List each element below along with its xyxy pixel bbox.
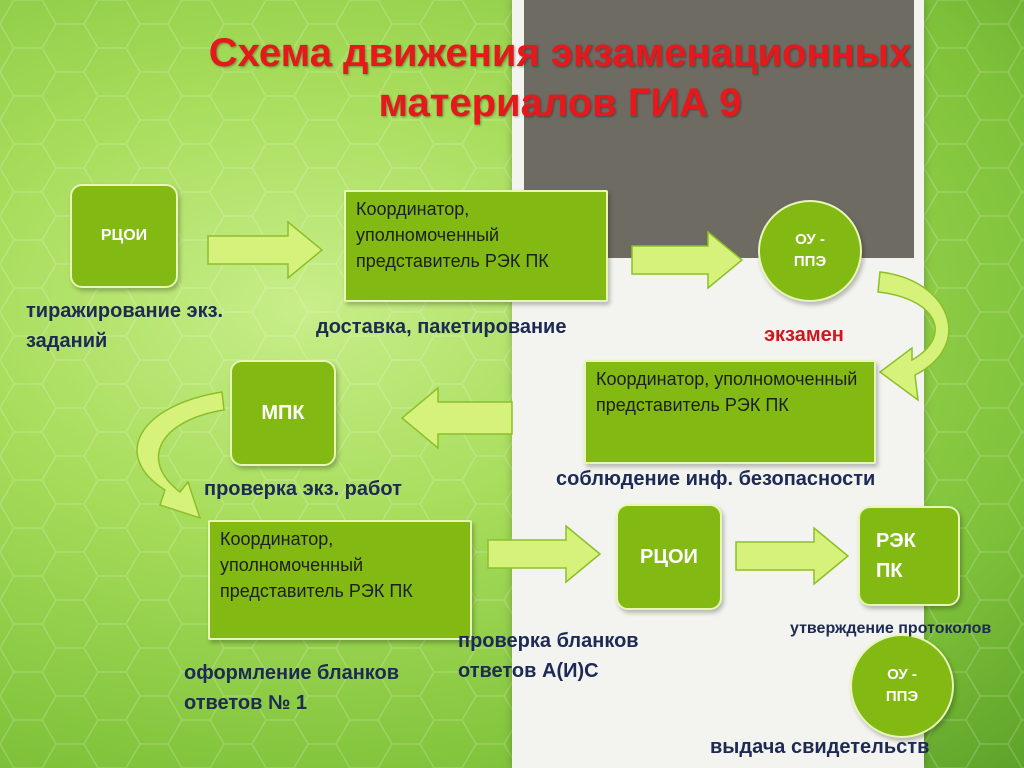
node-coordinator-2: Координатор, уполномоченный представител…	[584, 360, 876, 464]
node-coordinator-2-label: Координатор, уполномоченный представител…	[596, 369, 858, 415]
node-ou-ppe-1-label: ОУ - ППЭ	[793, 231, 827, 270]
node-mpk: МПК	[230, 360, 336, 466]
arrow-right-3	[487, 524, 602, 584]
node-rcoi-2-label: РЦОИ	[640, 545, 698, 568]
node-coordinator-1: Координатор, уполномоченный представител…	[344, 190, 608, 302]
label-security: соблюдение инф. безопасности	[556, 468, 876, 490]
label-approval: утверждение протоколов	[790, 620, 992, 637]
node-rcoi-1-label: РЦОИ	[100, 227, 148, 244]
arrow-left-1	[400, 386, 513, 450]
arrow-right-4	[735, 526, 850, 586]
node-mpk-label: МПК	[261, 401, 305, 424]
arrow-right-1	[207, 220, 324, 280]
label-issuance: выдача свидетельств	[710, 736, 930, 758]
node-rek-pk-label: РЭК ПК	[876, 530, 916, 582]
label-checking-forms: проверка бланков ответов А(И)С	[458, 626, 698, 686]
node-ou-ppe-1: ОУ - ППЭ	[758, 200, 862, 302]
slide-title: Схема движения экзаменационных материало…	[208, 31, 912, 125]
node-coordinator-3-label: Координатор, уполномоченный представител…	[220, 529, 413, 601]
label-checking-works: проверка экз. работ	[204, 478, 402, 500]
node-ou-ppe-2-label: ОУ - ППЭ	[885, 666, 919, 705]
node-coordinator-3: Координатор, уполномоченный представител…	[208, 520, 472, 640]
arrow-right-2	[631, 230, 744, 290]
arrow-curve-2	[136, 391, 225, 520]
node-coordinator-1-label: Координатор, уполномоченный представител…	[356, 199, 549, 271]
label-replication-text: тиражирование экз. заданий	[26, 300, 224, 352]
label-forms-text: оформление бланков ответов № 1	[184, 662, 400, 714]
node-rcoi-1: РЦОИ	[70, 184, 178, 288]
label-replication: тиражирование экз. заданий	[26, 296, 246, 356]
arrow-curve-1	[877, 271, 950, 402]
label-delivery: доставка, пакетирование	[316, 316, 567, 338]
label-forms: оформление бланков ответов № 1	[184, 658, 474, 718]
label-checking-forms-text: проверка бланков ответов А(И)С	[458, 630, 639, 682]
label-exam: экзамен	[764, 324, 844, 346]
node-rek-pk: РЭК ПК	[858, 506, 960, 606]
node-ou-ppe-2: ОУ - ППЭ	[850, 634, 954, 738]
node-rcoi-2: РЦОИ	[616, 504, 722, 610]
